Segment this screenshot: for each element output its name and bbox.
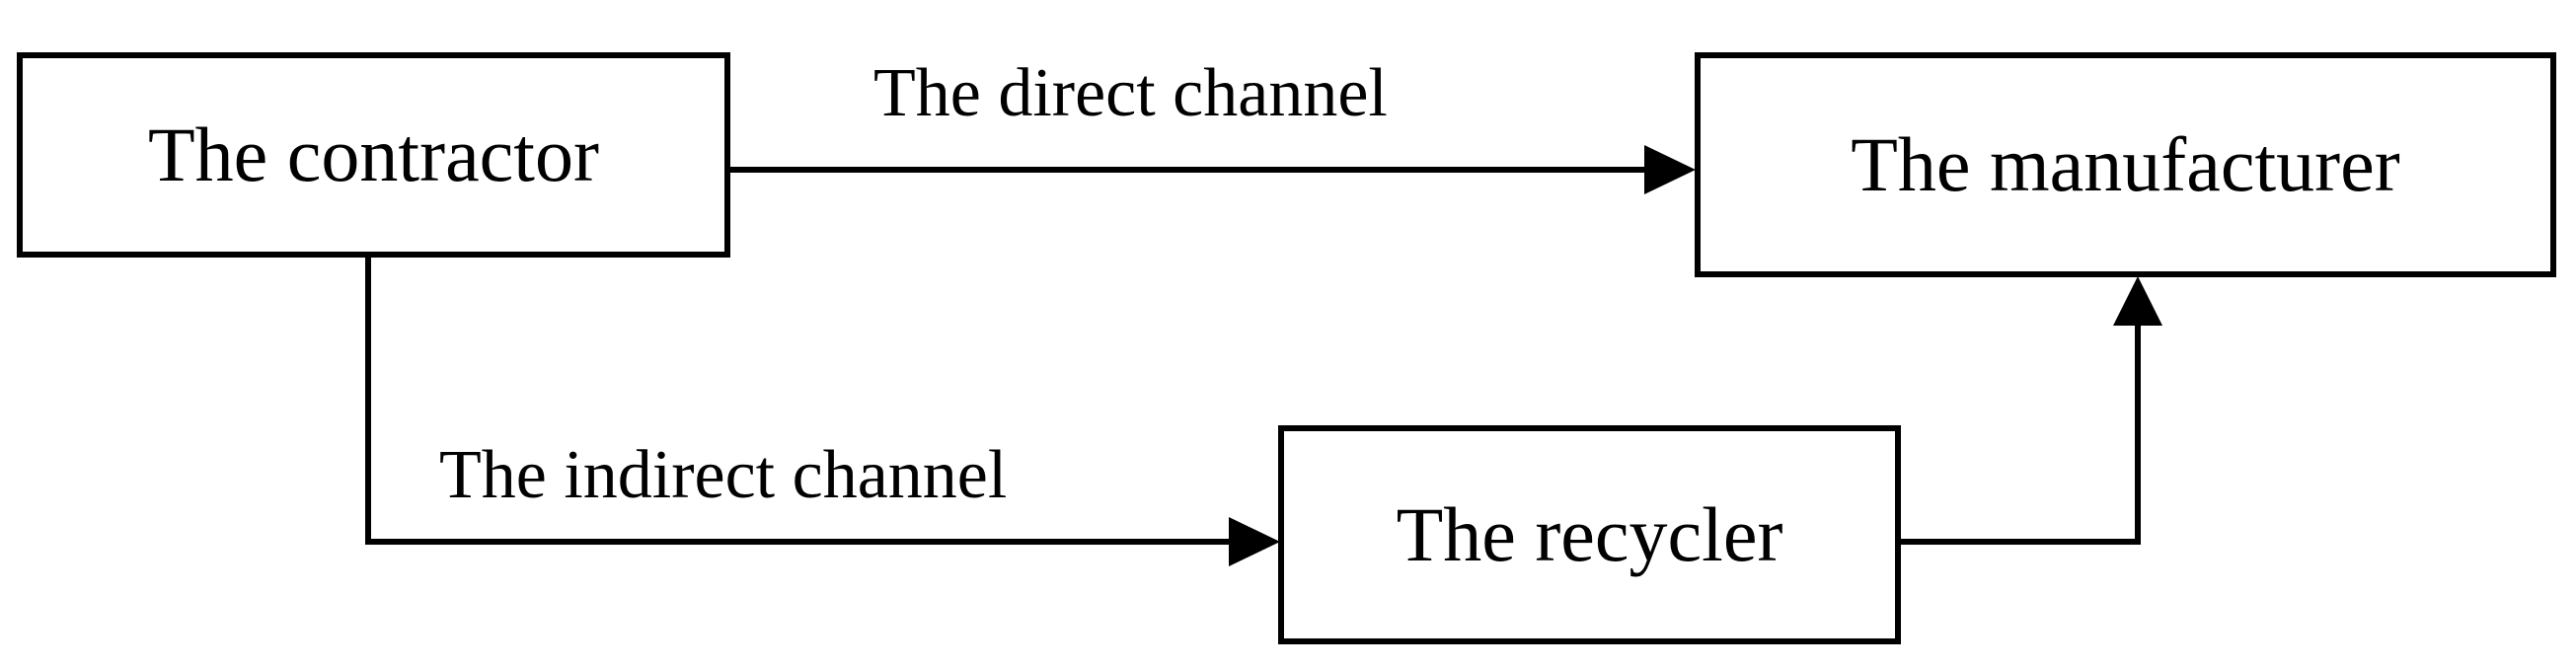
recycler-to-manufacturer-arrowhead [2113, 276, 2162, 326]
direct-channel-arrowhead [1644, 145, 1696, 194]
indirect-channel-label: The indirect channel [439, 437, 1008, 513]
contractor-label: The contractor [148, 112, 599, 197]
indirect-channel-line [365, 255, 1239, 545]
manufacturer-label: The manufacturer [1851, 121, 2400, 207]
recycler-node: The recycler [1278, 425, 1901, 644]
recycler-to-manufacturer-line [1898, 321, 2141, 545]
recycler-label: The recycler [1396, 491, 1783, 577]
contractor-node: The contractor [17, 52, 730, 258]
direct-channel-label: The direct channel [873, 55, 1388, 131]
indirect-channel-arrowhead [1229, 517, 1280, 566]
manufacturer-node: The manufacturer [1695, 52, 2556, 277]
